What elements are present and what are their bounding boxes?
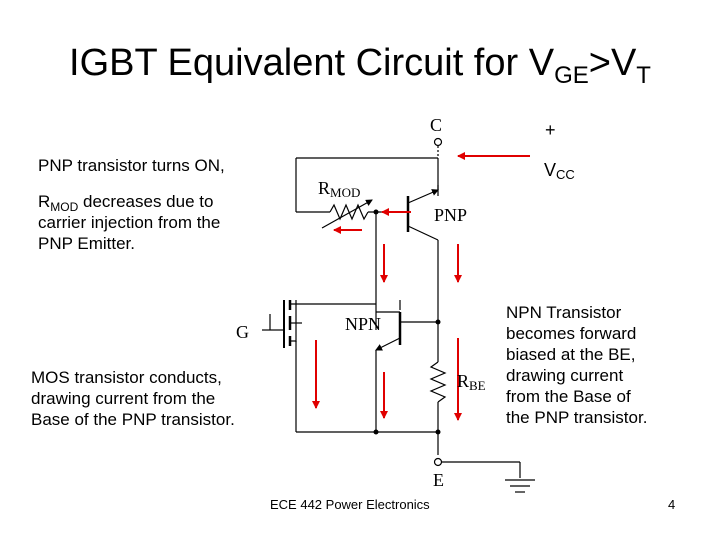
collector-label: C bbox=[430, 115, 443, 135]
npn-label: NPN bbox=[345, 314, 382, 334]
mos-note: MOS transistor conducts, drawing current… bbox=[31, 368, 235, 429]
rmod-resistor bbox=[329, 203, 369, 221]
pnp-label: PNP bbox=[434, 205, 468, 225]
npn-note: NPN Transistor becomes forward biased at… bbox=[506, 303, 648, 427]
rmod-variable-arrow bbox=[321, 199, 373, 229]
pnp-on-note: PNP transistor turns ON, bbox=[38, 156, 225, 175]
slide-title: IGBT Equivalent Circuit for VGE>VT bbox=[69, 42, 651, 89]
rbe-resistor bbox=[429, 361, 447, 403]
vcc-label: VCC bbox=[544, 160, 575, 182]
collector-terminal bbox=[433, 137, 443, 147]
current-arrows bbox=[312, 152, 530, 421]
gate-label: G bbox=[236, 322, 249, 342]
rmod-note: RMOD decreases due to carrier injection … bbox=[38, 192, 221, 253]
rbe-label: RBE bbox=[457, 371, 486, 393]
rmod-label: RMOD bbox=[318, 178, 361, 200]
plus-label: + bbox=[545, 120, 556, 140]
footer-course: ECE 442 Power Electronics bbox=[270, 497, 430, 512]
emitter-label: E bbox=[433, 470, 444, 490]
page-number: 4 bbox=[668, 497, 676, 512]
emitter-terminal bbox=[433, 457, 443, 467]
